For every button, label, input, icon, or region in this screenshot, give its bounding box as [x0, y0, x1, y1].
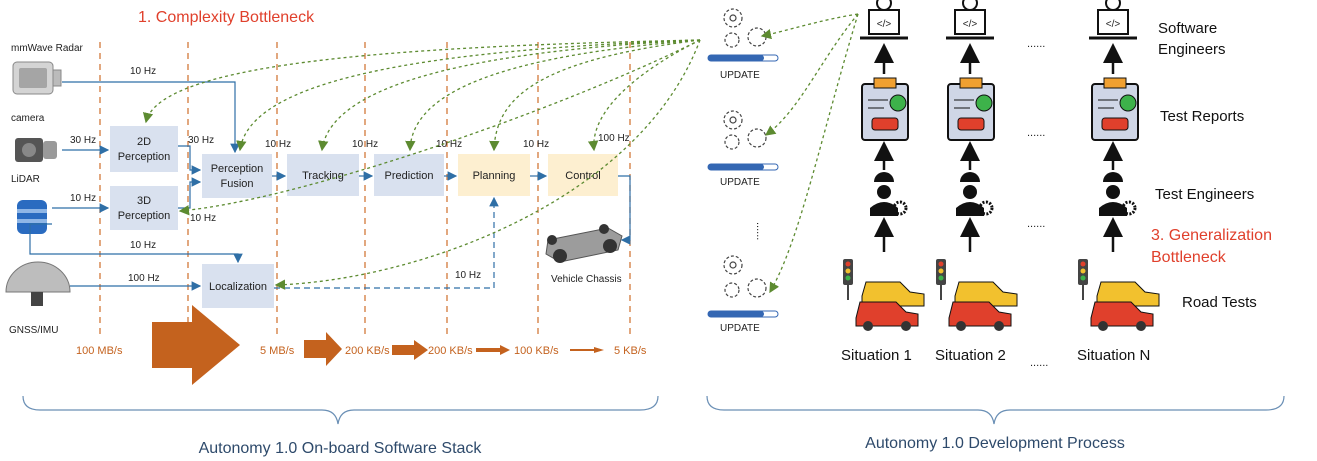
left-caption: Autonomy 1.0 On-board Software Stack: [199, 440, 483, 457]
rate-lidar: 10 Hz: [70, 193, 96, 204]
camera-label: camera: [11, 113, 45, 124]
test-engineer-icon-n: [1099, 172, 1137, 216]
ellipsis-row-3: ......: [1027, 218, 1045, 230]
rate-lidar-loc: 10 Hz: [130, 240, 156, 251]
left-brace: [22, 395, 659, 425]
perception-3d-label-2: Perception: [118, 210, 171, 222]
engineer-feedback-arrows: [142, 39, 701, 290]
rate-camera: 30 Hz: [70, 135, 96, 146]
control-box: [548, 154, 618, 196]
rate-gnss: 100 Hz: [128, 273, 160, 284]
prediction-box: [374, 154, 444, 196]
bandwidth-1: 100 MB/s: [76, 345, 123, 357]
road-test-icon-1: [843, 259, 925, 331]
stage-dividers: [99, 42, 631, 338]
control-label: Control: [565, 170, 600, 182]
radar-label: mmWave Radar: [11, 43, 84, 54]
situation-n-label: Situation N: [1077, 347, 1150, 364]
update-label-1: UPDATE: [720, 70, 760, 81]
gnss-label: GNSS/IMU: [9, 325, 58, 336]
rate-radar: 10 Hz: [130, 66, 156, 77]
lidar-label: LiDAR: [11, 174, 40, 185]
svg-text:</>: </>: [963, 19, 978, 30]
planning-label: Planning: [473, 170, 516, 182]
test-reports-label: Test Reports: [1160, 108, 1244, 125]
software-engineer-icon-n: </>: [1089, 0, 1137, 40]
perception-3d-box: [110, 186, 178, 230]
vehicle-chassis-icon: [545, 224, 623, 263]
data-flow-arrows: [29, 81, 631, 291]
perception-3d-label-1: 3D: [137, 195, 151, 207]
update-label-3: UPDATE: [720, 323, 760, 334]
road-test-icon-n: [1078, 259, 1160, 331]
lidar-icon: [17, 200, 47, 234]
bandwidth-3: 200 KB/s: [345, 345, 390, 357]
test-engineers-label: Test Engineers: [1155, 186, 1254, 203]
generalization-bottleneck-title-2: Bottleneck: [1151, 249, 1227, 266]
ellipsis-row-1: ......: [1027, 38, 1045, 50]
tracking-label: Tracking: [302, 170, 344, 182]
perception-2d-label-1: 2D: [137, 136, 151, 148]
gear-update-group-1: [707, 8, 779, 62]
localization-box: [202, 264, 274, 308]
rate-loc-out: 10 Hz: [455, 270, 481, 281]
test-report-icon-2: [947, 77, 995, 141]
right-brace: [706, 395, 1285, 425]
update-feedback-arrows: [760, 13, 859, 294]
rate-3d-out: 10 Hz: [190, 213, 216, 224]
perception-2d-box: [110, 126, 178, 172]
perception-2d-label-2: Perception: [118, 151, 171, 163]
road-test-icon-2: [936, 259, 1018, 331]
camera-icon: [15, 138, 57, 162]
gear-update-group-2: [707, 110, 779, 171]
test-engineer-icon-1: [870, 172, 908, 216]
rate-tracking-out: 10 Hz: [352, 139, 378, 150]
situation-1-label: Situation 1: [841, 347, 912, 364]
gear-update-group-3: [707, 255, 779, 318]
chassis-label: Vehicle Chassis: [551, 274, 622, 285]
road-tests-label: Road Tests: [1182, 294, 1257, 311]
radar-icon: [12, 61, 62, 95]
bandwidth-5: 100 KB/s: [514, 345, 559, 357]
software-engineers-label-2: Engineers: [1158, 41, 1226, 58]
ellipsis-situations: ......: [1030, 357, 1048, 369]
generalization-bottleneck-title-1: 3. Generalization: [1151, 227, 1272, 244]
rate-fusion-out: 10 Hz: [265, 139, 291, 150]
right-caption: Autonomy 1.0 Development Process: [865, 435, 1125, 452]
rate-planning-out: 10 Hz: [523, 139, 549, 150]
bandwidth-4: 200 KB/s: [428, 345, 473, 357]
bandwidth-2: 5 MB/s: [260, 345, 295, 357]
svg-text:</>: </>: [877, 19, 892, 30]
rate-control-out: 100 Hz: [598, 133, 630, 144]
planning-box: [458, 154, 530, 196]
software-engineers-label-1: Software: [1158, 20, 1217, 37]
rate-2d-out: 30 Hz: [188, 135, 214, 146]
software-engineer-icon-2: </>: [946, 0, 994, 40]
vertical-ellipsis: ......: [754, 222, 766, 240]
software-engineer-icon-1: </>: [860, 0, 908, 40]
test-report-icon-n: [1091, 77, 1139, 141]
ellipsis-row-2: ......: [1027, 127, 1045, 139]
svg-text:</>: </>: [1106, 19, 1121, 30]
localization-label: Localization: [209, 281, 267, 293]
fusion-label-1: Perception: [211, 163, 264, 175]
rate-prediction-out: 10 Hz: [436, 139, 462, 150]
bandwidth-arrows: [152, 305, 604, 385]
test-report-icon-1: [861, 77, 909, 141]
fusion-label-2: Fusion: [220, 178, 253, 190]
gnss-antenna-icon: [5, 261, 71, 306]
prediction-label: Prediction: [385, 170, 434, 182]
bandwidth-6: 5 KB/s: [614, 345, 647, 357]
fusion-box: [202, 154, 272, 198]
complexity-bottleneck-title: 1. Complexity Bottleneck: [138, 9, 315, 26]
update-label-2: UPDATE: [720, 177, 760, 188]
situation-2-label: Situation 2: [935, 347, 1006, 364]
test-engineer-icon-2: [956, 172, 994, 216]
